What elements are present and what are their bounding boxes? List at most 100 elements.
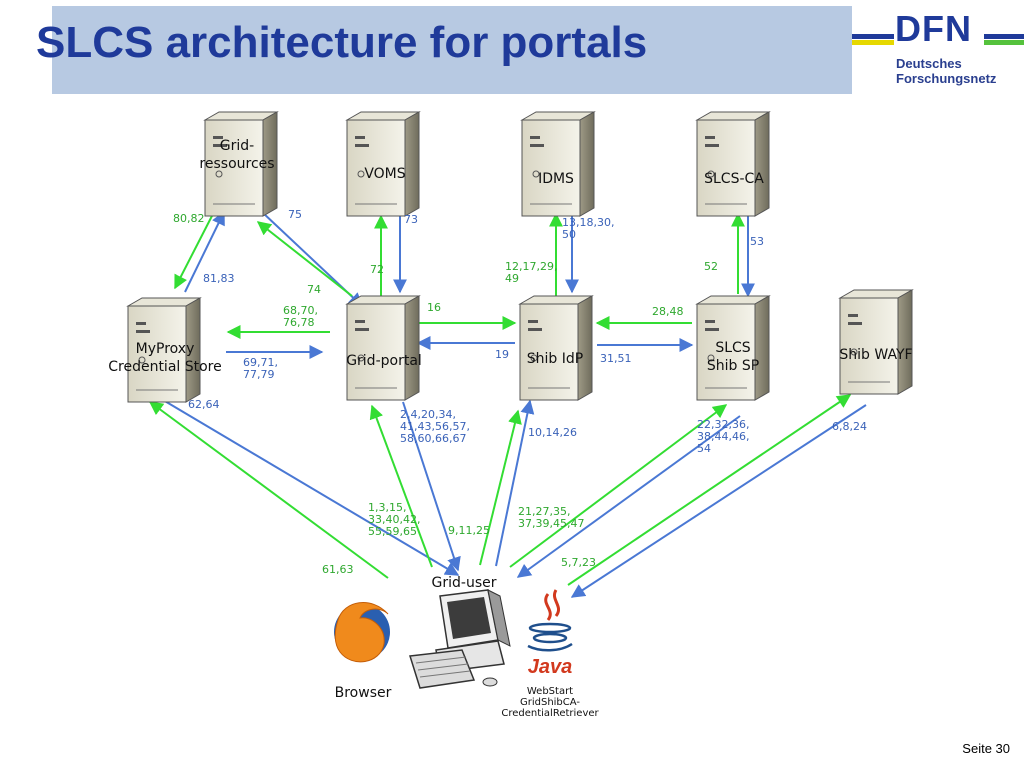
server-slot: [355, 328, 369, 331]
edge-label-line: 6,8,24: [832, 420, 867, 433]
server-slot: [213, 136, 223, 139]
edge-label-line: 1,3,15,: [368, 501, 406, 514]
logo-bar-yellow: [852, 40, 894, 45]
edge-label-e25: 6,8,24: [832, 420, 867, 433]
edge-label-line: 16: [427, 301, 441, 314]
webstart-label-line: CredentialRetriever: [501, 708, 599, 719]
edge-label-line: 28,48: [652, 305, 684, 318]
edge-label-e17: 62,64: [188, 398, 220, 411]
node-label-line: Shib WAYF: [839, 347, 912, 363]
edge-label-e4: 74: [307, 283, 321, 296]
edge-arrow-e25: [570, 404, 867, 598]
node-label-slcs-ca: SLCS-CA: [704, 171, 764, 187]
edge-label-line: 12,17,29,: [505, 260, 557, 273]
server-slot: [528, 320, 538, 323]
edge-label-line: 69,71,: [243, 356, 278, 369]
edge-label-e12: 69,71,77,79: [243, 356, 278, 381]
edge-label-line: 72: [370, 263, 384, 276]
node-label-grid-ressources: Grid-ressources: [199, 138, 274, 172]
node-label-line: Shib SP: [707, 358, 759, 374]
server-slot: [848, 322, 862, 325]
webstart-label-line: GridShibCA-: [520, 697, 580, 708]
browser-icon: Browser: [334, 602, 392, 701]
edge-arrow-e23: [516, 415, 741, 578]
edge-label-line: 13,18,30,: [562, 216, 614, 229]
edge-label-line: 61,63: [322, 563, 354, 576]
server-side: [754, 111, 770, 217]
edge-label-e15: 28,48: [652, 305, 684, 318]
edge-arrow-e17: [157, 396, 460, 576]
server-slot: [530, 136, 540, 139]
edge-arrow-e22: [479, 409, 522, 566]
edge-label-line: 53: [750, 235, 764, 248]
node-grid-ressources: Grid-ressources: [199, 111, 279, 217]
node-idms: IDMS: [520, 111, 596, 217]
edge-label-line: 55,59,65: [368, 525, 417, 538]
server-led: [707, 170, 715, 178]
keyboard-row: [419, 670, 471, 678]
edge-arrow-e4: [256, 221, 353, 297]
edge-label-line: 50: [562, 228, 576, 241]
edge-label-e22: 9,11,25: [448, 524, 490, 537]
server-led: [530, 354, 538, 362]
edge-label-line: 62,64: [188, 398, 220, 411]
edge-label-e6: 73: [404, 213, 418, 226]
node-grid-user: Grid-user: [432, 575, 497, 591]
logo-line-2: Forschungsnetz: [896, 71, 997, 86]
edge-label-e8: 13,18,30,50: [562, 216, 614, 241]
edge-label-line: 22,32,36,: [697, 418, 749, 431]
edge-label-line: 38,44,46,: [697, 430, 749, 443]
edge-label-e23: 22,32,36,38,44,46,54: [697, 418, 749, 455]
node-label-line: SLCS: [715, 340, 750, 356]
edge-label-line: 37,39,45,47: [518, 517, 584, 530]
node-label-line: MyProxy: [136, 341, 195, 357]
java-steam: [544, 593, 552, 621]
server-slot: [705, 136, 715, 139]
server-front: [521, 119, 581, 217]
java-saucer: [527, 642, 573, 652]
edge-label-line: 76,78: [283, 316, 315, 329]
edge-arrow-e26: [567, 394, 852, 586]
node-label-grid-user: Grid-user: [432, 575, 497, 591]
edge-label-e13: 16: [427, 301, 441, 314]
edge-label-line: 77,79: [243, 368, 275, 381]
edge-label-e9: 52: [704, 260, 718, 273]
java-cup-band: [532, 632, 568, 644]
edge-label-line: 73: [404, 213, 418, 226]
logo-line-1: Deutsches: [896, 56, 962, 71]
node-shib-wayf: Shib WAYF: [838, 289, 914, 395]
edge-arrow-e1: [174, 209, 216, 290]
page-number: Seite 30: [962, 741, 1010, 756]
edge-label-e19: 2,4,20,34,41,43,56,57,58,60,66,67: [400, 408, 470, 445]
server-led: [532, 170, 540, 178]
edge-label-e7: 12,17,29,49: [505, 260, 557, 285]
edge-label-e5: 72: [370, 263, 384, 276]
server-slot: [705, 320, 715, 323]
edge-label-line: 5,7,23: [561, 556, 596, 569]
server-slot: [136, 322, 146, 325]
server-led: [215, 170, 223, 178]
node-label-line: SLCS-CA: [704, 171, 764, 187]
edge-label-e24: 21,27,35,37,39,45,47: [518, 505, 584, 530]
edge-label-line: 49: [505, 272, 519, 285]
java-steam: [553, 589, 561, 617]
logo-bar-green-right: [984, 40, 1024, 45]
edge-label-line: 2,4,20,34,: [400, 408, 456, 421]
edge-arrow-e24: [509, 404, 728, 568]
logo-wordmark: DFN: [895, 8, 972, 49]
server-slot: [136, 330, 150, 333]
browser-fox: [334, 602, 389, 663]
edge-label-line: 10,14,26: [528, 426, 577, 439]
monitor-side: [487, 589, 511, 647]
mouse: [482, 677, 498, 687]
node-label-line: IDMS: [538, 171, 574, 187]
edge-label-e14: 19: [495, 348, 509, 361]
edge-label-line: 9,11,25: [448, 524, 490, 537]
java-label: Java: [528, 656, 573, 678]
edge-label-line: 21,27,35,: [518, 505, 570, 518]
server-led: [357, 354, 365, 362]
server-slot: [705, 144, 719, 147]
node-grid-portal: Grid-portal: [345, 295, 422, 401]
